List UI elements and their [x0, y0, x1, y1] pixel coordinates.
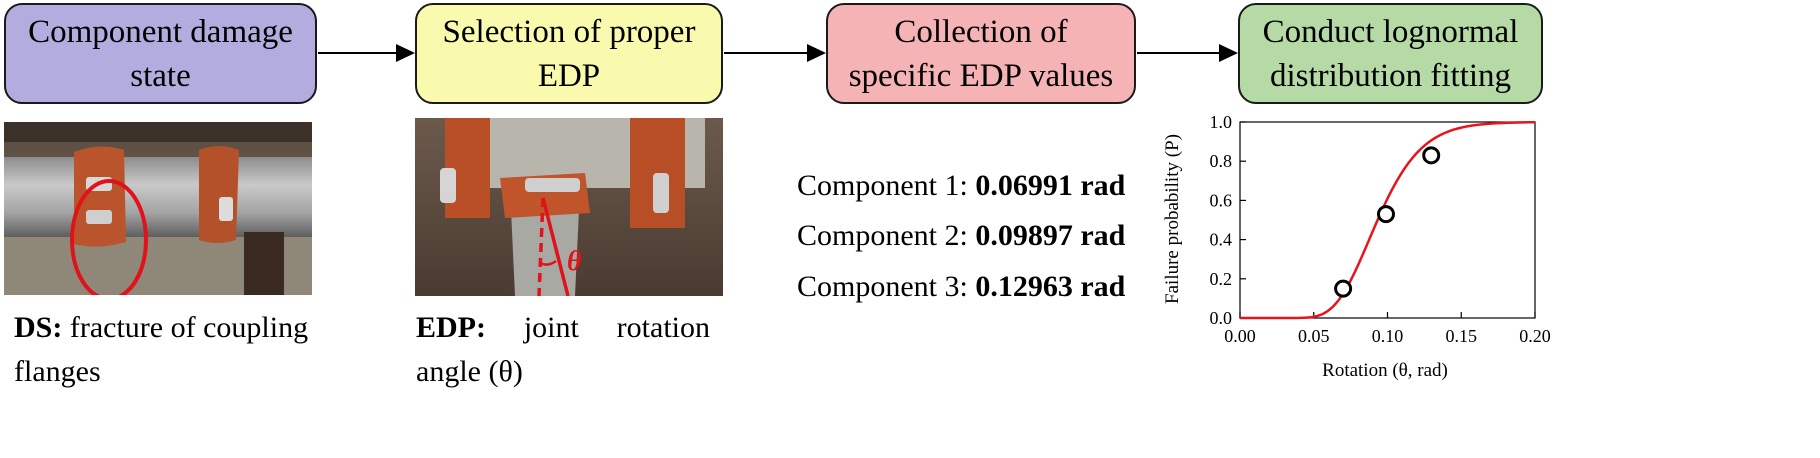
- step-box-lognormal-fitting: Conduct lognormal distribution fitting: [1238, 3, 1543, 104]
- component-value: 0.09897 rad: [975, 219, 1126, 252]
- edp-word: rotation: [616, 311, 710, 344]
- component-value: 0.12963 rad: [975, 270, 1126, 303]
- theta-symbol: θ: [567, 246, 582, 277]
- chart-fit-curve: [1240, 120, 1536, 320]
- step-box-line: specific EDP values: [848, 57, 1114, 94]
- chart-x-tick-label: 0.10: [1372, 326, 1404, 346]
- step-box-line: Selection of proper: [442, 13, 696, 50]
- joint-rotation-photo: θ: [415, 118, 723, 296]
- component-label: Component 3:: [797, 270, 968, 303]
- step-box-line: distribution fitting: [1269, 57, 1512, 94]
- arrow-right-icon: [318, 44, 415, 62]
- arrow-right-icon: [1137, 44, 1238, 62]
- chart-y-tick-label: 0.2: [1210, 269, 1233, 289]
- chart-y-tick-label: 0.0: [1210, 308, 1233, 328]
- chart-y-tick-label: 0.6: [1210, 190, 1233, 210]
- ds-text-line2: flanges: [14, 355, 101, 388]
- chart-data-point: [1422, 146, 1441, 165]
- component-value-row: Component 1: 0.06991 rad: [797, 166, 1125, 206]
- chart-y-tick-label: 0.8: [1210, 151, 1233, 171]
- step-box-damage-state: Component damage state: [4, 3, 317, 104]
- chart-data-point: [1334, 279, 1353, 298]
- chart-x-tick-label: 0.15: [1446, 326, 1478, 346]
- edp-caption: EDP: joint rotation angle (θ): [416, 306, 710, 394]
- ds-text: fracture of coupling: [69, 311, 309, 344]
- coupling-damage-photo: [4, 122, 312, 295]
- step-box-line: EDP: [537, 57, 601, 94]
- component-value-row: Component 3: 0.12963 rad: [797, 267, 1125, 307]
- component-value: 0.06991 rad: [975, 169, 1126, 202]
- step-box-line: Collection of: [894, 13, 1068, 50]
- component-label: Component 1:: [797, 169, 968, 202]
- chart-data-point: [1376, 205, 1395, 224]
- step-box-line: Conduct lognormal: [1262, 13, 1519, 50]
- component-value-row: Component 2: 0.09897 rad: [797, 216, 1125, 256]
- chart-x-axis-label: Rotation (θ, rad): [1322, 360, 1448, 381]
- chart-y-tick-label: 0.4: [1210, 230, 1233, 250]
- step-box-edp-collection: Collection of specific EDP values: [826, 3, 1136, 104]
- edp-word: joint: [523, 311, 579, 344]
- chart-y-tick-label: 1.0: [1210, 112, 1233, 132]
- chart-x-tick-label: 0.00: [1224, 326, 1256, 346]
- step-box-line: Component damage: [28, 13, 293, 50]
- ds-label: DS:: [14, 311, 63, 344]
- ds-caption: DS: fracture of coupling flanges: [14, 306, 314, 394]
- step-box-line: state: [130, 57, 191, 94]
- arrow-right-icon: [724, 44, 826, 62]
- edp-label: EDP:: [416, 311, 486, 344]
- chart-y-axis-label: Failure probability (P): [1162, 134, 1183, 304]
- component-label: Component 2:: [797, 219, 968, 252]
- chart-x-tick-label: 0.05: [1298, 326, 1330, 346]
- chart-x-tick-label: 0.20: [1519, 326, 1551, 346]
- edp-text-line2: angle (θ): [416, 355, 523, 388]
- fragility-curve-chart: 0.00 0.05 0.10 0.15 0.20 0.0 0.2 0.4 0.6 0.8 1.0 R…: [1162, 112, 1551, 381]
